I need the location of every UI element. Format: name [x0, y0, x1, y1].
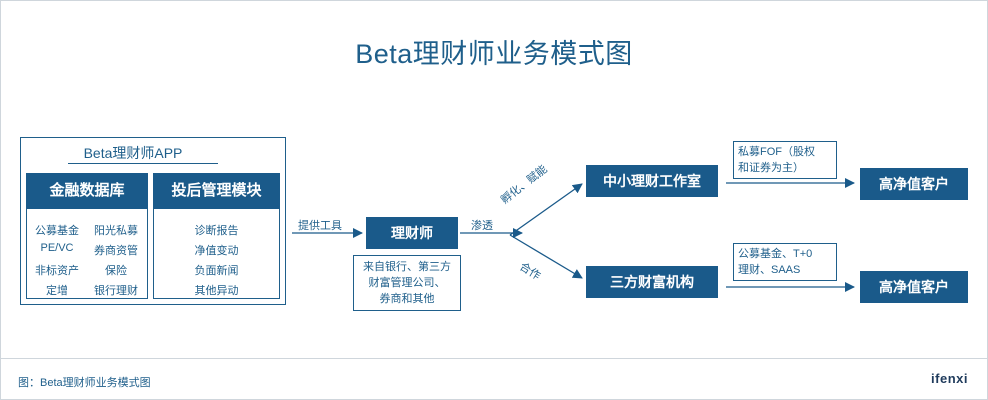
label-provide-tools: 提供工具	[298, 220, 342, 232]
node-third-party: 三方财富机构	[586, 266, 718, 298]
finance-db-item: 保险	[105, 265, 127, 277]
finance-db-item: 非标资产	[35, 265, 79, 277]
arrow-incubate	[509, 183, 583, 236]
arrow-cooperate	[509, 234, 583, 279]
post-invest-item: 其他异动	[194, 285, 239, 297]
post-invest-item: 诊断报告	[194, 225, 239, 237]
studio-note: 私募FOF（股权 和证券为主）	[733, 141, 837, 179]
footer-divider	[0, 358, 988, 359]
third-party-note: 公募基金、T+0 理财、SAAS	[733, 243, 837, 281]
finance-db-item: PE/VC	[40, 242, 74, 254]
finance-db-item: 定增	[46, 285, 68, 297]
finance-db-item: 公募基金	[35, 225, 79, 237]
app-container	[20, 137, 286, 305]
app-title: Beta理财师APP	[83, 145, 183, 161]
app-title-underline	[68, 163, 218, 164]
label-penetrate: 渗透	[471, 220, 493, 232]
post-invest-header: 投后管理模块	[153, 173, 280, 209]
post-invest-item: 净值变动	[194, 245, 239, 257]
finance-db-item: 银行理财	[94, 285, 138, 297]
finance-db-item: 阳光私募	[94, 225, 138, 237]
page-title: Beta理财师业务模式图	[355, 39, 633, 69]
brand-logo: ifenxi	[931, 371, 968, 386]
finance-db-item: 券商资管	[94, 245, 138, 257]
advisor-source-note: 来自银行、第三方 财富管理公司、 券商和其他	[353, 255, 461, 311]
node-client-bottom: 高净值客户	[860, 271, 968, 303]
node-advisor: 理财师	[366, 217, 458, 249]
node-studio: 中小理财工作室	[586, 165, 718, 197]
footer-caption: 图：Beta理财师业务模式图	[18, 377, 151, 389]
node-client-top: 高净值客户	[860, 168, 968, 200]
post-invest-item: 负面新闻	[194, 265, 239, 277]
finance-db-header: 金融数据库	[26, 173, 148, 209]
